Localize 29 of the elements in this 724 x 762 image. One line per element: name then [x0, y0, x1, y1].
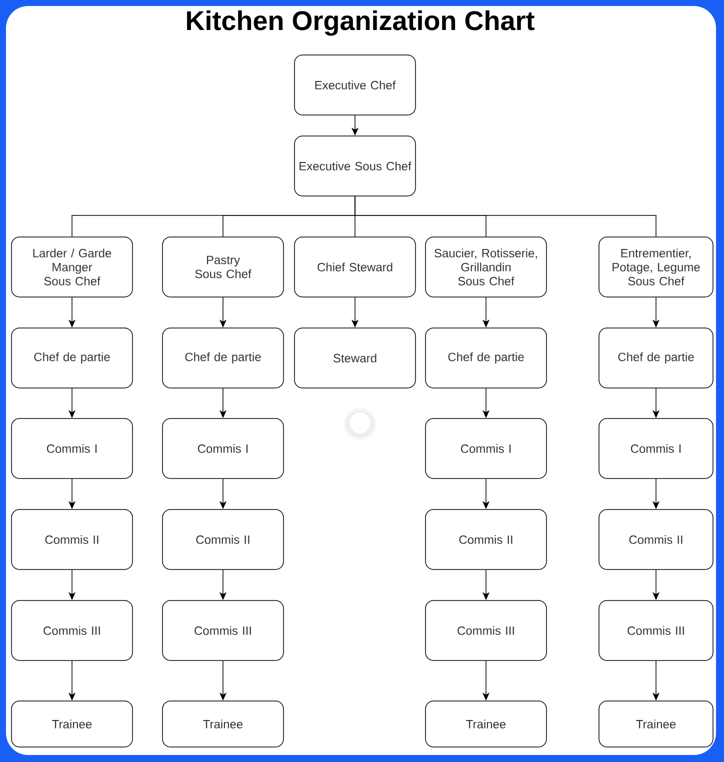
role-box: Commis II: [11, 509, 133, 570]
role-box: Trainee: [598, 700, 714, 748]
role-box: Chief Steward: [294, 236, 416, 298]
role-box: Trainee: [11, 700, 133, 748]
role-box: Commis II: [598, 509, 714, 570]
role-box: Commis II: [425, 509, 547, 570]
role-box: Commis III: [598, 600, 714, 661]
role-box: Commis I: [162, 418, 284, 479]
title: Kitchen Organization Chart: [187, 10, 534, 36]
role-box: Commis II: [162, 509, 284, 570]
role-box: Entrementier, Potage, Legume Sous Chef: [598, 236, 714, 298]
role-box: Commis I: [598, 418, 714, 479]
role-box: Commis I: [11, 418, 133, 479]
role-box: Commis III: [11, 600, 133, 661]
role-box: Saucier, Rotisserie, Grillandin Sous Chef: [425, 236, 547, 298]
role-box: Commis III: [425, 600, 547, 661]
role-box: Chef de partie: [598, 328, 714, 388]
role-box: Chef de partie: [162, 328, 284, 388]
role-box: Commis III: [162, 600, 284, 661]
role-box: Executive Sous Chef: [294, 136, 416, 196]
role-box: Chef de partie: [425, 328, 547, 388]
role-box: Trainee: [425, 700, 547, 748]
role-box: Chef de partie: [11, 328, 133, 388]
role-box: Commis I: [425, 418, 547, 479]
role-box: Executive Chef: [294, 54, 416, 116]
role-box: Larder / Garde Manger Sous Chef: [11, 236, 133, 298]
role-box: Steward: [294, 328, 416, 388]
role-box: Trainee: [162, 700, 284, 748]
role-box: Pastry Sous Chef: [162, 236, 284, 298]
